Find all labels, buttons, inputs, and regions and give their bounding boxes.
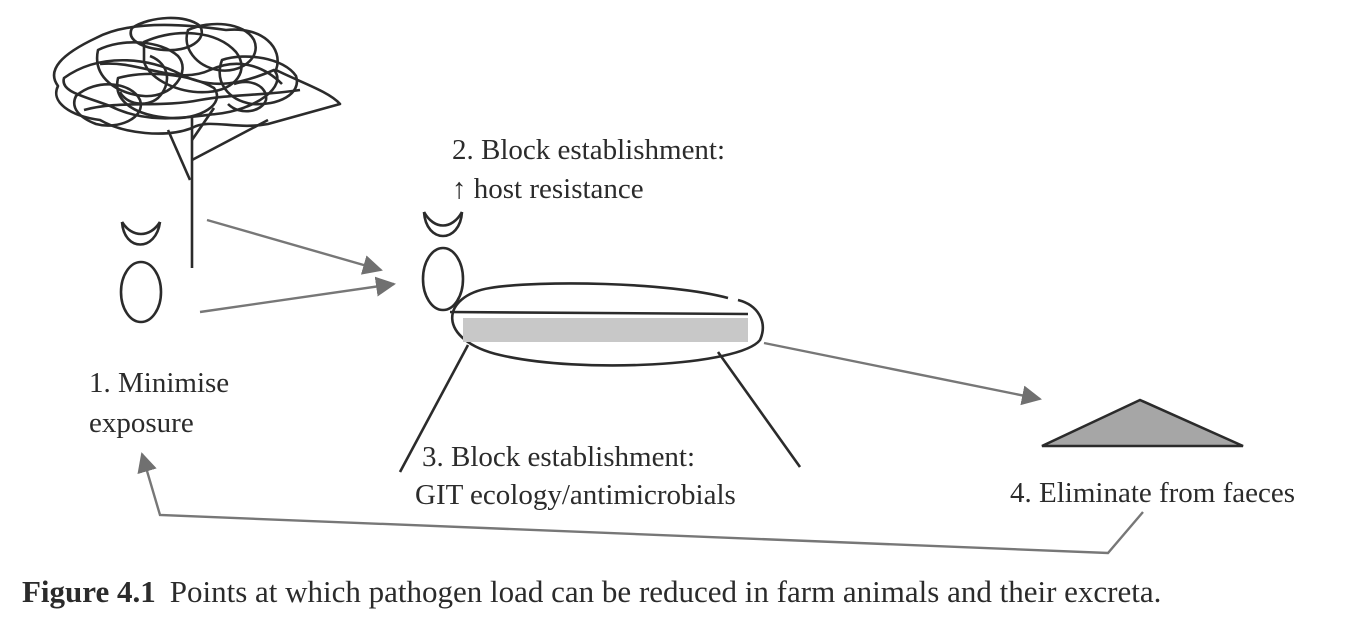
figure-caption: Figure 4.1 Points at which pathogen load … bbox=[22, 573, 1161, 611]
arrow-gut-to-faeces bbox=[763, 341, 1042, 406]
gut-band bbox=[463, 318, 748, 342]
arrow-environment-to-animal bbox=[206, 218, 383, 275]
step4-label: 4. Eliminate from faeces bbox=[1010, 477, 1296, 509]
step2-label-line1: 2. Block establishment: bbox=[452, 134, 726, 166]
faeces-heap-icon bbox=[1041, 398, 1244, 448]
tree-icon bbox=[52, 16, 342, 268]
pathogen-reduction-diagram bbox=[52, 16, 1244, 555]
step1-label-line2: exposure bbox=[89, 407, 194, 439]
step2-label-line2: ↑ host resistance bbox=[452, 173, 644, 205]
arrow-animal-to-animal bbox=[199, 276, 396, 314]
step1-label-line1: 1. Minimise bbox=[89, 367, 230, 399]
animal-icon bbox=[421, 211, 465, 312]
step3-label-line2: GIT ecology/antimicrobials bbox=[415, 479, 736, 511]
step3-label-line1: 3. Block establishment: bbox=[422, 441, 696, 473]
caption-text: Points at which pathogen load can be red… bbox=[169, 574, 1162, 609]
gut-icon bbox=[398, 282, 802, 473]
arrow-faeces-to-exposure bbox=[137, 452, 1144, 555]
animal-icon bbox=[119, 221, 163, 324]
figure-number: Figure 4.1 bbox=[22, 574, 156, 609]
